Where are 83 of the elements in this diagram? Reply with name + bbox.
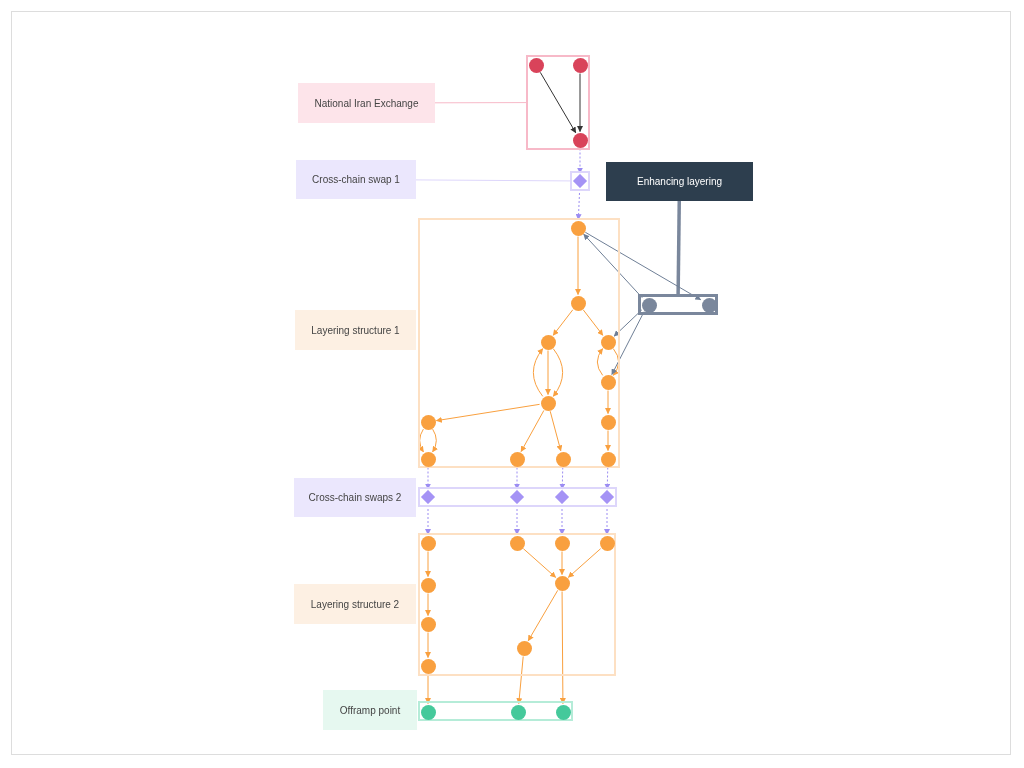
arrow <box>418 428 424 453</box>
arrow <box>425 632 431 659</box>
arrow <box>612 348 620 376</box>
arrow <box>559 551 565 576</box>
circle-node <box>528 57 544 73</box>
diamond-node <box>510 490 524 504</box>
circle-node <box>600 414 616 430</box>
circle-node <box>570 220 586 236</box>
arrow <box>552 348 564 397</box>
arrow <box>516 655 524 705</box>
arrow <box>584 231 702 301</box>
arrow <box>425 593 431 617</box>
circle-node <box>555 704 571 720</box>
arrow <box>425 467 431 490</box>
arrow <box>604 467 611 490</box>
diamond-node <box>421 490 435 504</box>
arrow <box>577 73 583 133</box>
diamond-node <box>600 490 614 504</box>
circle-node <box>516 640 532 656</box>
group-frame <box>638 294 718 315</box>
circle-node <box>570 295 586 311</box>
circle-node <box>701 297 717 313</box>
group-frame <box>526 55 590 150</box>
circle-node <box>510 704 526 720</box>
connector-line <box>676 201 681 294</box>
arrow <box>514 467 520 490</box>
circle-node <box>554 575 570 591</box>
group-frame <box>418 487 617 507</box>
arrow <box>539 71 577 134</box>
circle-node <box>555 451 571 467</box>
arrow <box>545 350 551 396</box>
circle-node <box>540 334 556 350</box>
diamond-node <box>555 490 569 504</box>
arrow <box>549 410 563 452</box>
arrow <box>522 548 557 578</box>
arrow <box>432 428 438 453</box>
circle-node <box>554 535 570 551</box>
group-frame <box>418 533 616 676</box>
group-frame <box>418 701 573 721</box>
stage-label: National Iran Exchange <box>298 83 435 123</box>
circle-node <box>420 616 436 632</box>
arrow <box>577 148 583 174</box>
group-frame <box>418 218 620 468</box>
circle-node <box>600 374 616 390</box>
circle-node <box>540 395 556 411</box>
arrow <box>559 467 566 490</box>
arrow <box>527 589 559 642</box>
arrow <box>532 348 544 397</box>
circle-node <box>509 535 525 551</box>
circle-node <box>420 704 436 720</box>
circle-node <box>420 451 436 467</box>
arrow <box>435 403 541 423</box>
circle-node <box>509 451 525 467</box>
arrow <box>552 309 574 336</box>
arrow <box>613 309 643 337</box>
circle-node <box>572 57 588 73</box>
circle-node <box>600 451 616 467</box>
circle-node <box>641 297 657 313</box>
callout-box: Enhancing layering <box>606 162 753 201</box>
arrow <box>605 390 611 415</box>
connector-line <box>434 102 527 104</box>
stage-label: Cross-chain swap 1 <box>296 160 416 199</box>
circle-node <box>420 535 436 551</box>
arrow <box>583 233 643 299</box>
arrow <box>520 409 545 453</box>
circle-node <box>420 414 436 430</box>
circle-node <box>572 132 588 148</box>
circle-node <box>599 535 615 551</box>
arrow <box>605 430 611 452</box>
arrow <box>575 236 581 296</box>
arrow <box>425 674 431 705</box>
connector-line <box>415 179 571 182</box>
stage-label: Offramp point <box>323 690 417 730</box>
arrow <box>425 551 431 578</box>
circle-node <box>600 334 616 350</box>
stage-label: Layering structure 2 <box>294 584 416 624</box>
arrow <box>582 309 604 336</box>
circle-node <box>420 658 436 674</box>
stage-label: Layering structure 1 <box>295 310 416 350</box>
circle-node <box>420 577 436 593</box>
stage-label: Cross-chain swaps 2 <box>294 478 416 517</box>
arrow <box>596 348 604 376</box>
arrow <box>567 548 602 578</box>
